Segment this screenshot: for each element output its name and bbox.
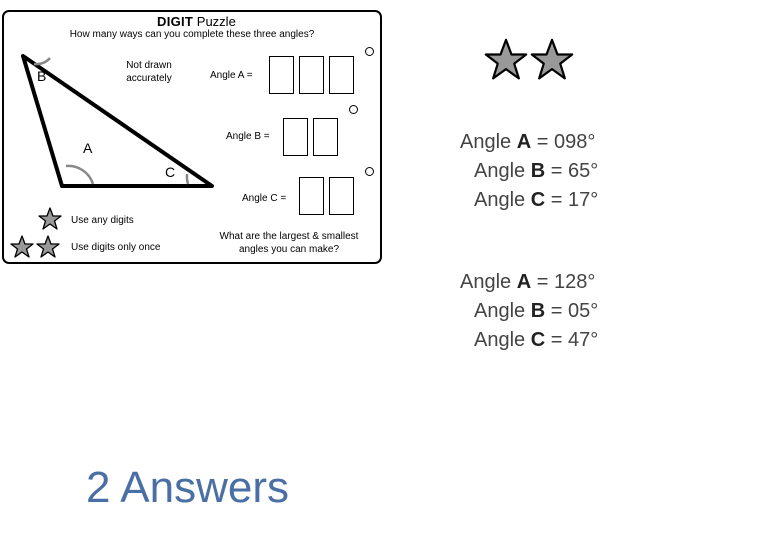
angle-a-digit-1[interactable] xyxy=(269,56,294,94)
angle-c-digit-1[interactable] xyxy=(299,177,324,215)
answer-equals: = xyxy=(531,131,554,153)
star-icon xyxy=(36,235,60,258)
answer-equals: = xyxy=(545,189,568,211)
vertex-c-label: C xyxy=(165,164,176,180)
answer-prefix: Angle xyxy=(474,329,531,351)
difficulty-star-icon xyxy=(530,38,574,80)
angle-a-digit-2[interactable] xyxy=(299,56,324,94)
answer-2-angle-a: Angle A = 128° xyxy=(460,271,596,293)
puzzle-question: How many ways can you complete these thr… xyxy=(69,29,315,40)
not-drawn-note: Not drawn accurately xyxy=(126,60,172,84)
angle-b-digit-1[interactable] xyxy=(283,118,308,156)
answer-value: 098° xyxy=(553,131,596,153)
answer-equals: = xyxy=(545,300,568,322)
angle-c-label: Angle C = xyxy=(242,193,287,204)
puzzle-title: DIGIT Puzzle xyxy=(154,14,239,29)
answer-equals: = xyxy=(545,329,568,351)
difficulty-star-icon xyxy=(484,38,528,80)
star-icon xyxy=(10,235,34,258)
degree-symbol-c xyxy=(365,167,374,176)
answer-1-angle-b: Angle B = 65° xyxy=(474,160,599,182)
answer-2-angle-c: Angle C = 47° xyxy=(474,329,599,351)
degree-symbol-a xyxy=(365,47,374,56)
answer-value: 128° xyxy=(553,271,596,293)
answer-value: 65° xyxy=(567,160,599,182)
answer-1-angle-a: Angle A = 098° xyxy=(460,131,596,153)
answer-value: 05° xyxy=(567,300,599,322)
angle-a-digit-3[interactable] xyxy=(329,56,354,94)
challenge-text: What are the largest & smallest angles y… xyxy=(219,231,359,255)
answer-prefix: Angle xyxy=(474,189,531,211)
title-rest: Puzzle xyxy=(193,14,236,29)
answer-1-angle-c: Angle C = 17° xyxy=(474,189,599,211)
answers-count: 2 Answers xyxy=(86,463,289,512)
title-strong: DIGIT xyxy=(157,14,194,29)
vertex-b-label: B xyxy=(37,68,47,84)
degree-symbol-b xyxy=(349,105,358,114)
star-icon xyxy=(38,207,62,230)
answer-value: 47° xyxy=(567,329,599,351)
answer-prefix: Angle xyxy=(474,300,531,322)
rule-digits-once: Use digits only once xyxy=(71,242,161,253)
rule-any-digits: Use any digits xyxy=(71,215,134,226)
answer-prefix: Angle xyxy=(474,160,531,182)
answer-equals: = xyxy=(545,160,568,182)
answer-prefix: Angle xyxy=(460,271,517,293)
answer-equals: = xyxy=(531,271,554,293)
answer-prefix: Angle xyxy=(460,131,517,153)
angle-b-digit-2[interactable] xyxy=(313,118,338,156)
puzzle-card: DIGIT Puzzle How many ways can you compl… xyxy=(2,10,382,264)
triangle-diagram xyxy=(21,54,214,188)
vertex-a-label: A xyxy=(83,140,93,156)
answer-value: 17° xyxy=(567,189,599,211)
angle-a-label: Angle A = xyxy=(210,70,253,81)
angle-b-label: Angle B = xyxy=(226,131,270,142)
angle-c-digit-2[interactable] xyxy=(329,177,354,215)
answer-2-angle-b: Angle B = 05° xyxy=(474,300,599,322)
